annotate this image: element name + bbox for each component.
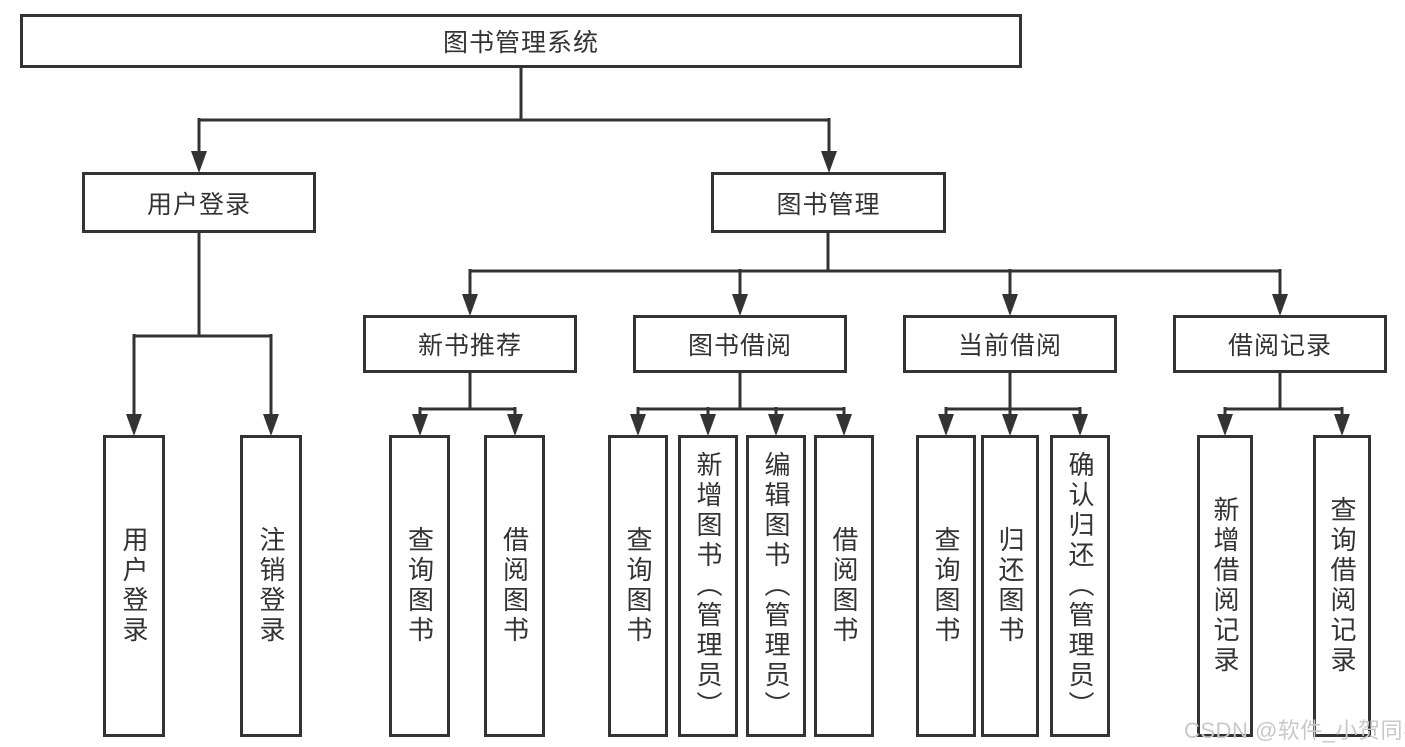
node-label: 借阅图书 — [499, 526, 530, 646]
node-book-borrowing: 图书借阅 — [633, 315, 847, 373]
node-label: 查询借阅记录 — [1327, 496, 1357, 676]
leaf-query-books-recommend: 查询图书 — [389, 435, 450, 737]
node-label: 图书借阅 — [687, 332, 792, 360]
node-label: 查询图书 — [404, 526, 435, 646]
leaf-query-borrow-record: 查询借阅记录 — [1313, 435, 1371, 737]
node-borrowing-records: 借阅记录 — [1173, 315, 1387, 373]
node-label: 用户登录 — [119, 526, 149, 646]
leaf-edit-book-admin: 编辑图书（管理员） — [746, 435, 806, 737]
node-label: 当前借阅 — [957, 332, 1062, 360]
node-label: 图书管理系统 — [442, 29, 599, 57]
leaf-query-books-current: 查询图书 — [916, 435, 976, 737]
node-current-borrowing: 当前借阅 — [903, 315, 1117, 373]
leaf-add-book-admin: 新增图书（管理员） — [678, 435, 738, 737]
node-label: 图书管理 — [776, 190, 881, 219]
node-label: 新书推荐 — [417, 332, 522, 360]
node-label: 借阅图书 — [829, 526, 859, 646]
node-label: 注销登录 — [256, 526, 286, 646]
node-user-login: 用户登录 — [82, 172, 316, 233]
node-label: 查询图书 — [931, 526, 961, 646]
csdn-watermark: CSDN @软件_小贺同学 — [1184, 718, 1405, 743]
node-label: 归还图书 — [995, 526, 1025, 646]
leaf-user-login: 用户登录 — [103, 435, 165, 737]
node-book-management: 图书管理 — [711, 172, 946, 233]
leaf-query-books-borrowing: 查询图书 — [608, 435, 668, 737]
leaf-return-book: 归还图书 — [981, 435, 1039, 737]
node-label: 用户登录 — [146, 190, 251, 219]
node-label: 查询图书 — [623, 526, 653, 646]
node-new-book-recommendation: 新书推荐 — [363, 315, 577, 373]
arrowheads — [126, 151, 1350, 436]
leaf-borrow-books-borrowing: 借阅图书 — [814, 435, 874, 737]
leaf-borrow-books-recommend: 借阅图书 — [484, 435, 545, 737]
node-label: 新增借阅记录 — [1210, 496, 1240, 676]
node-label: 新增图书（管理员） — [693, 451, 723, 721]
leaf-add-borrow-record: 新增借阅记录 — [1197, 435, 1253, 737]
node-label: 借阅记录 — [1227, 332, 1332, 360]
leaf-logout: 注销登录 — [240, 435, 302, 737]
node-label: 确认归还（管理员） — [1065, 451, 1095, 721]
node-library-management-system: 图书管理系统 — [20, 14, 1022, 68]
leaf-confirm-return-admin: 确认归还（管理员） — [1050, 435, 1110, 737]
node-label: 编辑图书（管理员） — [761, 451, 791, 721]
